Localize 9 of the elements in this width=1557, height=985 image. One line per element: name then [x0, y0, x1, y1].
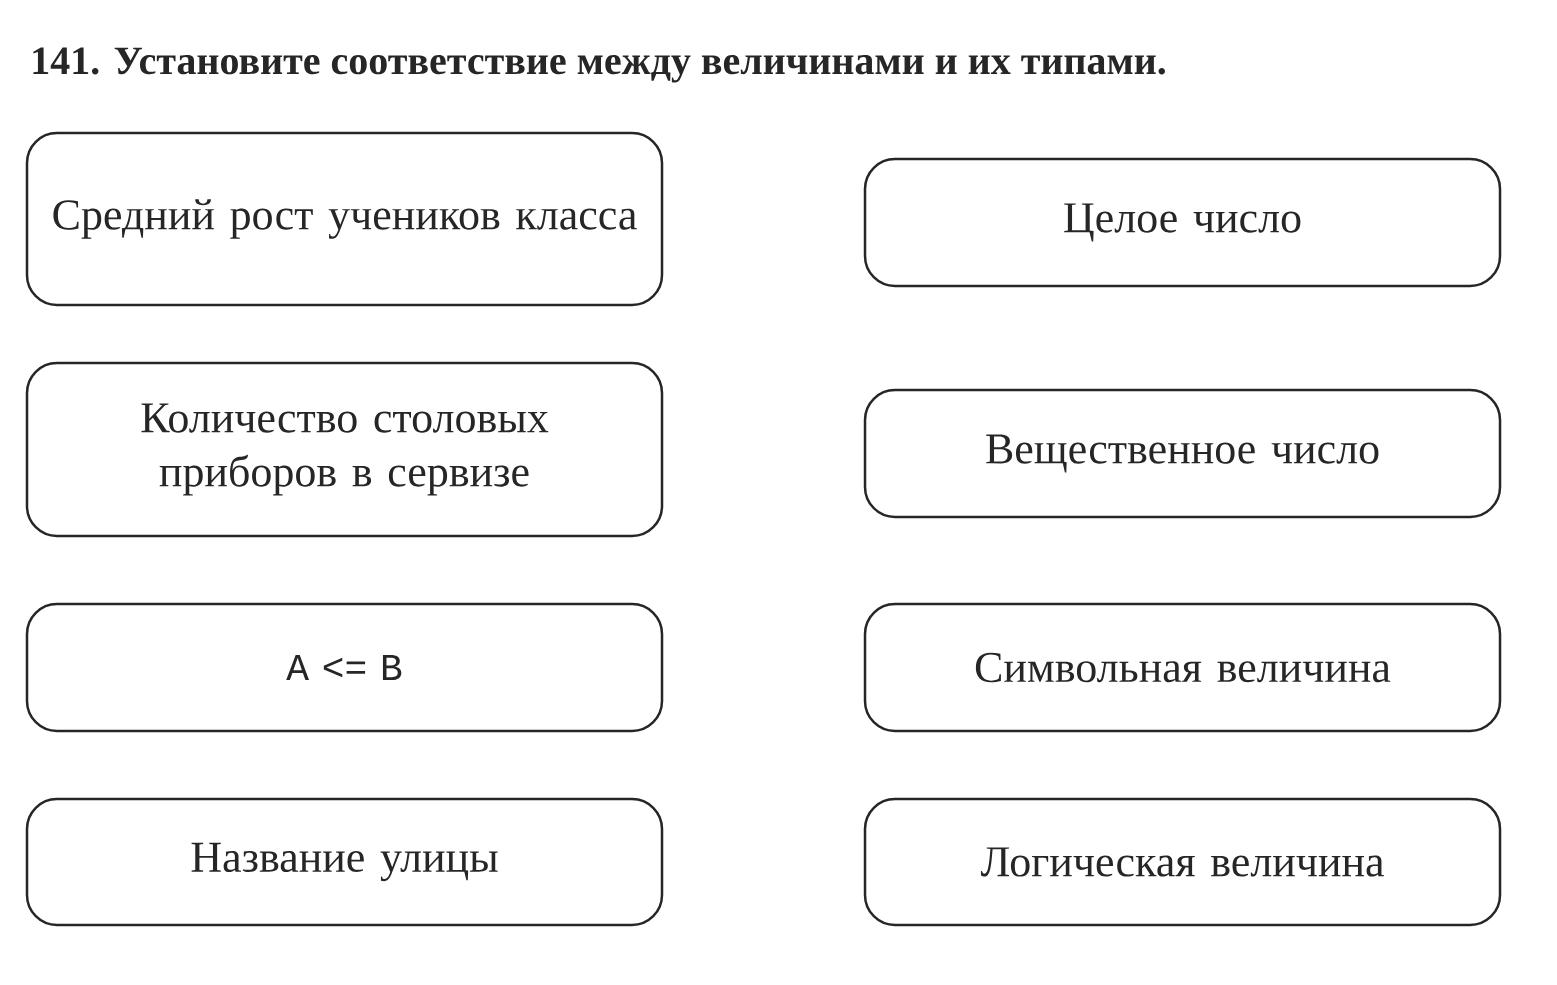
answer-box: Количество столовых приборов в сервизе — [25, 361, 664, 538]
answer-box: Символьная величина — [863, 602, 1502, 733]
answer-box: Средний рост учеников класса — [25, 131, 664, 307]
answer-box: Логическая величина — [863, 797, 1502, 927]
title: 141. Установите соответствие между величинами и их типами. — [33, 47, 1165, 83]
answer-box: Вещественное число — [863, 388, 1502, 519]
answer-box: A <= B — [25, 602, 664, 733]
answer-box: Целое число — [863, 157, 1502, 288]
answer-box: Название улицы — [25, 797, 664, 927]
